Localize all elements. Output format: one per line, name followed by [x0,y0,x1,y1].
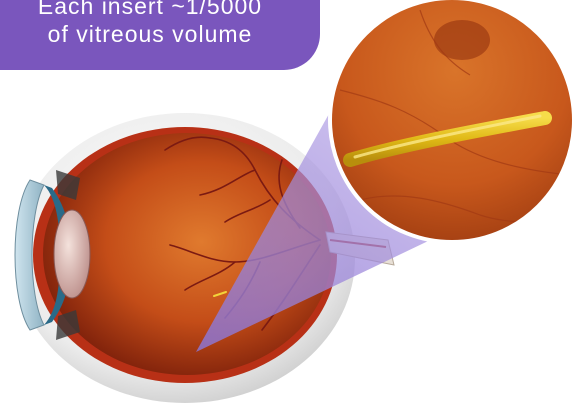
macula [434,20,490,60]
callout-line-2: of vitreous volume [20,20,280,48]
callout-line-1: Each insert ~1/5000 [20,0,280,20]
callout-box: Each insert ~1/5000 of vitreous volume [0,0,320,70]
lens [54,210,90,298]
